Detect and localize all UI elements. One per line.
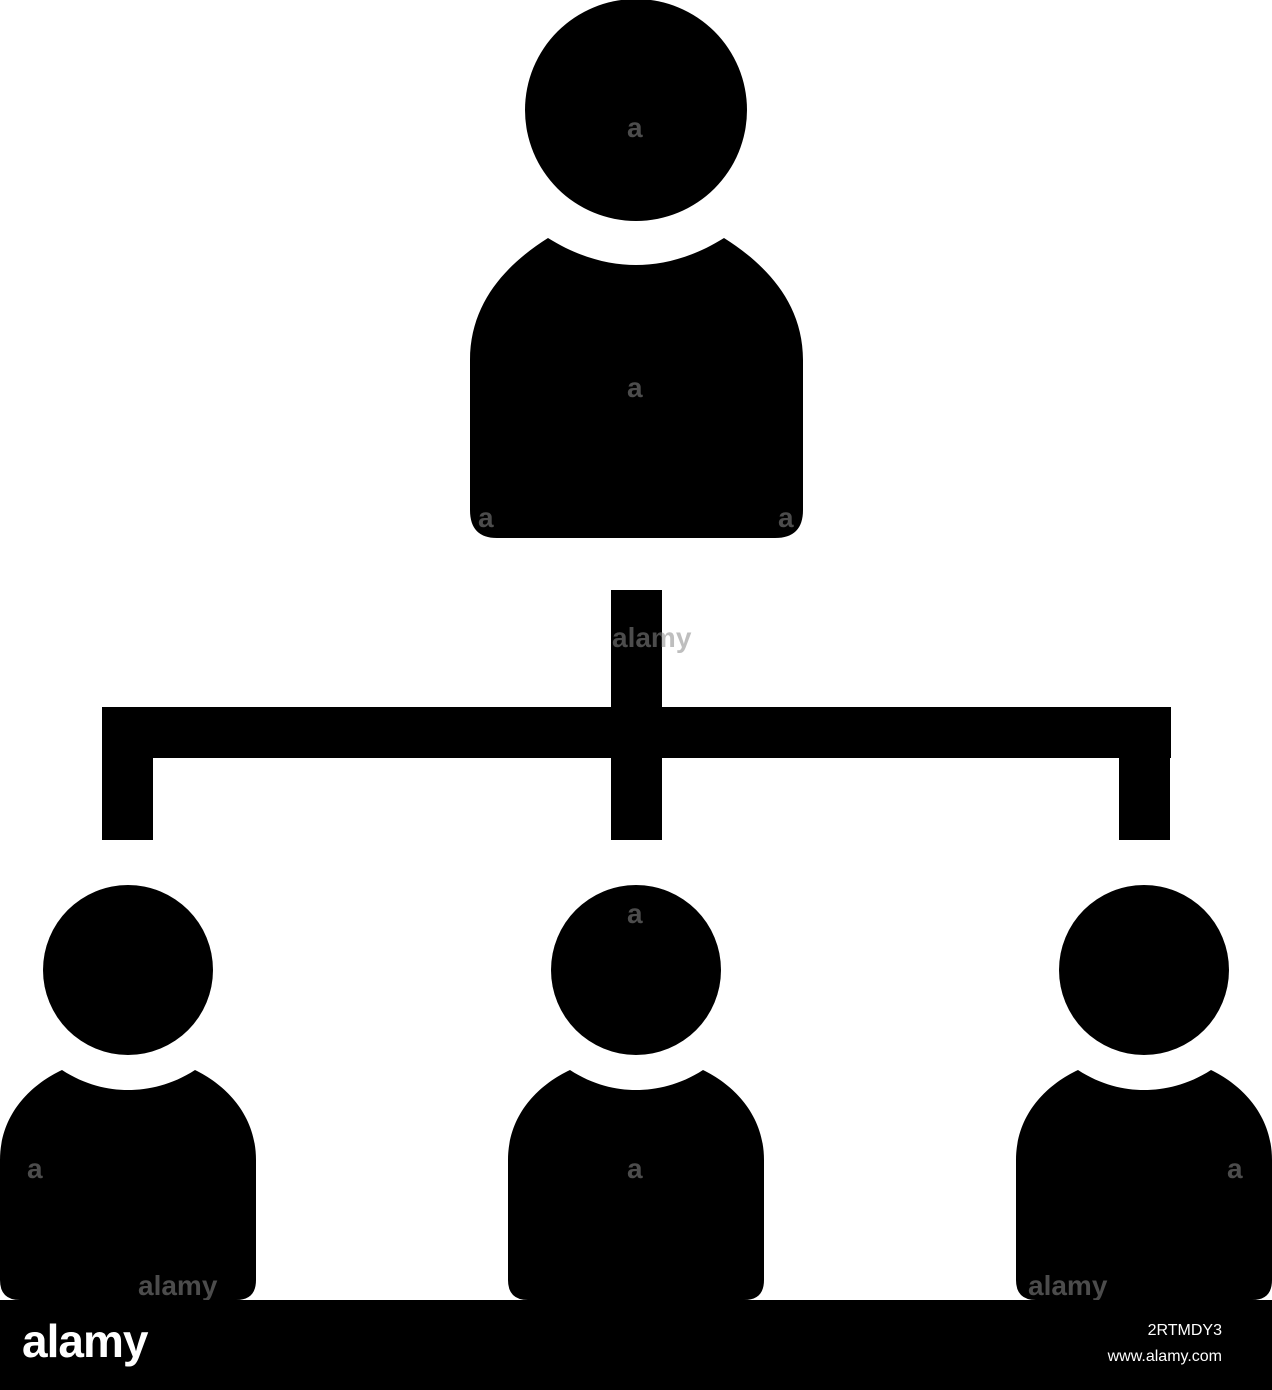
child-person-icon-right: [1016, 885, 1272, 1300]
root-person-head: [525, 0, 747, 221]
connector-vertical-right: [1119, 707, 1170, 840]
child-left-body: [0, 1070, 256, 1300]
child-person-icon-center: [508, 885, 764, 1300]
connector-lines: [102, 590, 1171, 840]
footer-bar: alamy 2RTMDY3 www.alamy.com: [0, 1300, 1272, 1390]
connector-horizontal: [102, 707, 1171, 758]
child-right-body: [1016, 1070, 1272, 1300]
root-person-body: [470, 238, 803, 538]
child-person-icon-left: [0, 885, 256, 1300]
root-person-icon: [470, 0, 803, 538]
footer-site-link[interactable]: www.alamy.com: [1107, 1348, 1222, 1365]
child-center-body: [508, 1070, 764, 1300]
child-left-head: [43, 885, 213, 1055]
connector-vertical-left: [102, 707, 153, 840]
org-chart-svg: [0, 0, 1272, 1300]
footer-image-id: 2RTMDY3: [1147, 1322, 1222, 1339]
child-center-head: [551, 885, 721, 1055]
footer-brand-logo: alamy: [22, 1315, 148, 1367]
org-chart-diagram: a a a a alamy a a a a alamy alamy: [0, 0, 1272, 1301]
child-right-head: [1059, 885, 1229, 1055]
